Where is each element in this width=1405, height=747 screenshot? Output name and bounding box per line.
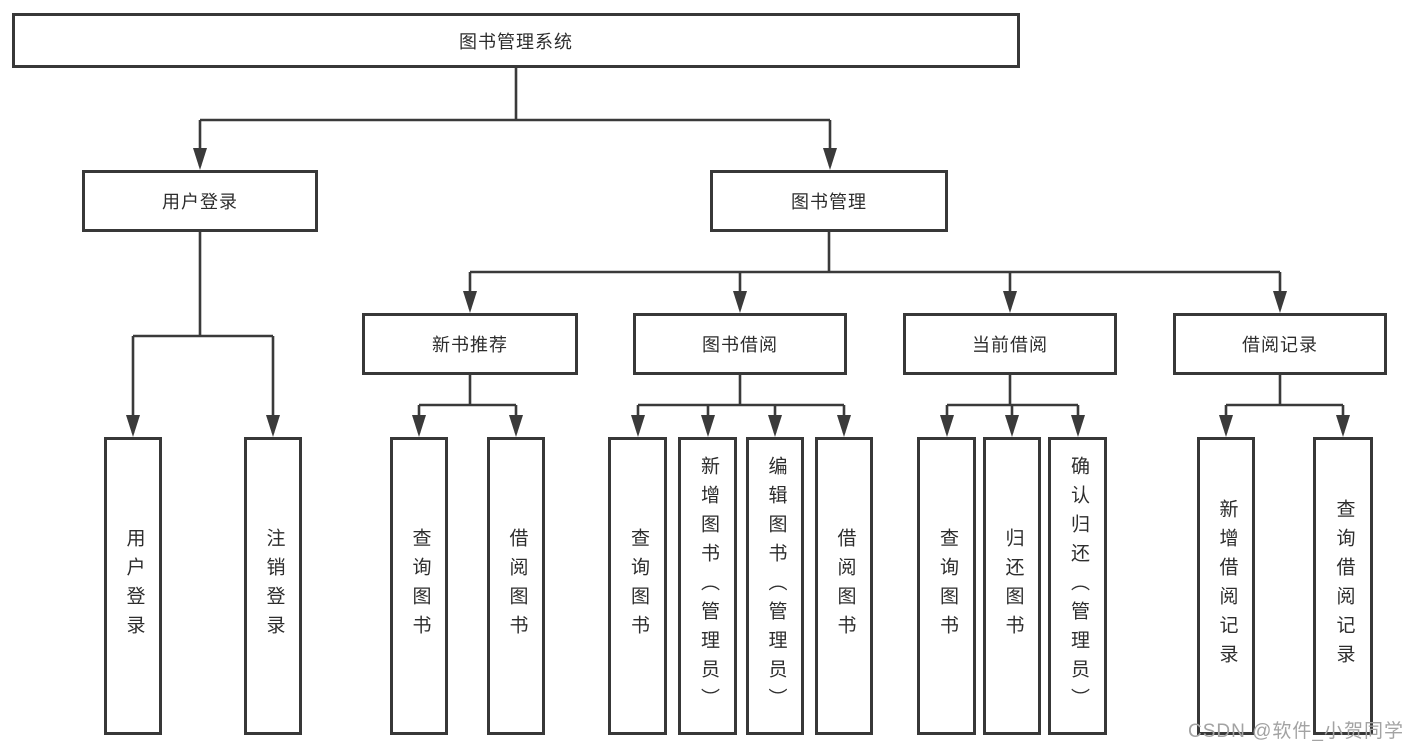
- leaf-return-books: 归还图书: [983, 437, 1041, 735]
- leaf-confirm-return-admin: 确认归还（管理员）: [1048, 437, 1107, 735]
- node-label: 用户登录: [123, 528, 145, 644]
- node-library-management-system: 图书管理系统: [12, 13, 1020, 68]
- node-label: 图书管理系统: [459, 31, 573, 52]
- csdn-watermark: CSDN @软件_小贺同学: [1188, 721, 1404, 742]
- node-label: 查询图书: [409, 528, 431, 644]
- node-label: 确认归还（管理员）: [1067, 455, 1089, 717]
- leaf-user-login: 用户登录: [104, 437, 162, 735]
- node-label: 图书管理: [791, 192, 867, 212]
- node-label: 用户登录: [162, 192, 238, 212]
- leaf-borrow-books-recommend: 借阅图书: [487, 437, 545, 735]
- node-book-management: 图书管理: [710, 170, 948, 232]
- node-label: 图书借阅: [702, 335, 778, 355]
- node-label: 借阅图书: [506, 528, 528, 644]
- node-label: 借阅记录: [1242, 335, 1318, 355]
- leaf-edit-books-admin: 编辑图书（管理员）: [746, 437, 804, 735]
- leaf-add-borrow-record: 新增借阅记录: [1197, 437, 1255, 735]
- node-label: 当前借阅: [972, 335, 1048, 355]
- leaf-add-books-admin: 新增图书（管理员）: [678, 437, 737, 735]
- leaf-query-books-recommend: 查询图书: [390, 437, 448, 735]
- node-label: 查询图书: [936, 528, 958, 644]
- node-label: 编辑图书（管理员）: [765, 455, 787, 717]
- node-label: 归还图书: [1002, 528, 1024, 644]
- node-label: 借阅图书: [834, 528, 856, 644]
- node-label: 新书推荐: [432, 335, 508, 355]
- node-current-borrow: 当前借阅: [903, 313, 1117, 375]
- node-label: 注销登录: [263, 528, 285, 644]
- node-book-borrow: 图书借阅: [633, 313, 847, 375]
- node-user-login: 用户登录: [82, 170, 318, 232]
- leaf-query-books-current: 查询图书: [917, 437, 976, 735]
- node-label: 新增借阅记录: [1216, 499, 1238, 673]
- leaf-query-books-borrow: 查询图书: [608, 437, 667, 735]
- node-label: 查询借阅记录: [1333, 499, 1355, 673]
- leaf-logout-login: 注销登录: [244, 437, 302, 735]
- node-borrow-records: 借阅记录: [1173, 313, 1387, 375]
- node-label: 新增图书（管理员）: [697, 455, 719, 717]
- node-new-book-recommend: 新书推荐: [362, 313, 578, 375]
- leaf-borrow-books: 借阅图书: [815, 437, 873, 735]
- node-label: 查询图书: [627, 528, 649, 644]
- leaf-query-borrow-record: 查询借阅记录: [1313, 437, 1373, 735]
